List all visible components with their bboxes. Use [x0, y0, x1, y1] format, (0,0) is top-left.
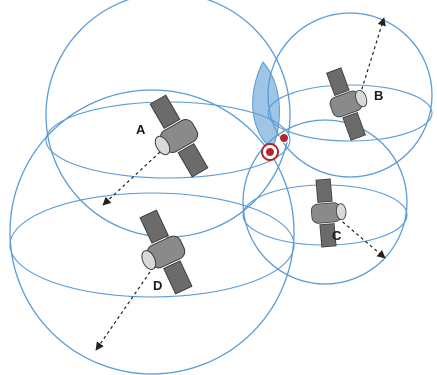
satellite-b-icon [326, 67, 368, 141]
location-marker-icon [261, 143, 279, 161]
satellite-a-icon [149, 94, 209, 178]
satellite-c-label: C [332, 228, 342, 243]
range-arrow-c [337, 217, 386, 259]
satellite-c-icon [310, 178, 347, 248]
satellite-d-icon [139, 209, 193, 295]
range-arrow-a [102, 151, 161, 206]
range-arrow-b [359, 17, 386, 96]
sphere-b [267, 12, 433, 178]
range-arrow-d [95, 271, 151, 351]
sphere-d [9, 89, 295, 375]
satellite-d-label: D [153, 278, 162, 293]
satellite-a-label: A [136, 122, 146, 137]
satellite-b-label: B [374, 88, 383, 103]
secondary-intersection-marker-icon [279, 133, 289, 143]
